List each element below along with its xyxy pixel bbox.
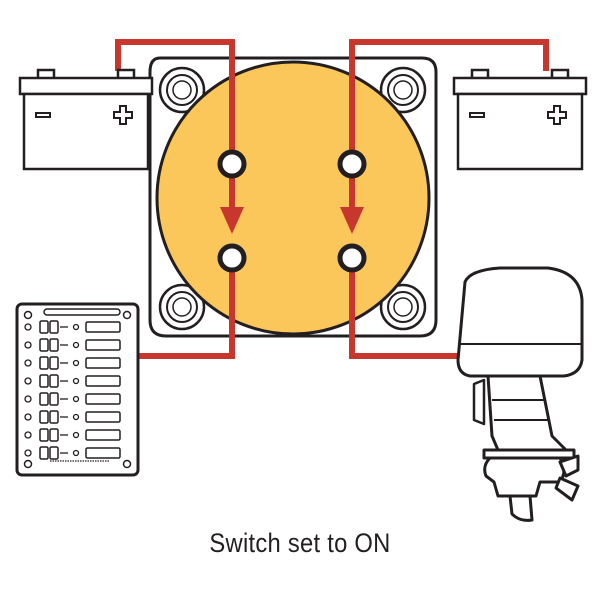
breaker-switch-icon bbox=[49, 428, 59, 442]
wire-breaker-panel bbox=[138, 258, 235, 359]
battery-right-icon bbox=[452, 68, 588, 171]
breaker-switch-icon bbox=[39, 392, 49, 406]
breaker-switch-icon bbox=[49, 410, 59, 424]
breaker-switch-row bbox=[24, 320, 121, 334]
breaker-switch-row bbox=[24, 428, 121, 442]
breaker-switch-row bbox=[24, 410, 121, 424]
breaker-switch-icon bbox=[39, 320, 49, 334]
breaker-switch-icon bbox=[49, 392, 59, 406]
breaker-switch-icon bbox=[24, 413, 32, 421]
breaker-switch-icon bbox=[24, 431, 32, 439]
breaker-label-slot bbox=[85, 357, 121, 369]
breaker-label-slot bbox=[85, 429, 121, 441]
breaker-switch-icon bbox=[39, 356, 49, 370]
breaker-switch-icon bbox=[72, 449, 80, 457]
terminal-icon bbox=[217, 149, 247, 179]
breaker-label-slot bbox=[85, 375, 121, 387]
breaker-switch-icon bbox=[72, 359, 80, 367]
breaker-switch-icon bbox=[24, 449, 32, 457]
breaker-switch-row bbox=[24, 356, 121, 370]
breaker-switch-icon bbox=[24, 377, 32, 385]
flow-arrow-left-icon bbox=[220, 207, 244, 234]
breaker-switch-icon bbox=[39, 428, 49, 442]
breaker-switch-icon bbox=[72, 377, 80, 385]
breaker-switch-icon bbox=[24, 395, 32, 403]
breaker-switch-icon bbox=[49, 356, 59, 370]
terminal-icon bbox=[337, 149, 367, 179]
breaker-switch-icon bbox=[24, 341, 32, 349]
breaker-switch-icon bbox=[39, 338, 49, 352]
breaker-switch-icon bbox=[39, 410, 49, 424]
switch-face bbox=[155, 60, 431, 336]
terminal-icon bbox=[337, 243, 367, 273]
breaker-label-slot bbox=[85, 447, 121, 459]
outboard-motor-icon bbox=[456, 266, 584, 522]
breaker-switch-icon bbox=[24, 359, 32, 367]
breaker-label-slot bbox=[85, 411, 121, 423]
breaker-switch-row bbox=[24, 392, 121, 406]
breaker-switch-icon bbox=[49, 338, 59, 352]
caption: Switch set to ON bbox=[209, 528, 391, 558]
battery-left-icon bbox=[18, 68, 154, 171]
breaker-switch-icon bbox=[72, 413, 80, 421]
circuit-breaker-panel bbox=[15, 302, 140, 477]
terminal-icon bbox=[217, 243, 247, 273]
breaker-switch-icon bbox=[39, 374, 49, 388]
breaker-switch-icon bbox=[49, 374, 59, 388]
wire-left-battery bbox=[115, 39, 235, 164]
wire-right-battery bbox=[349, 39, 549, 164]
breaker-switch-icon bbox=[49, 446, 59, 460]
breaker-label-slot bbox=[85, 339, 121, 351]
breaker-switch-row bbox=[24, 446, 121, 460]
breaker-switch-icon bbox=[72, 395, 80, 403]
breaker-switch-row bbox=[24, 338, 121, 352]
breaker-switch-row bbox=[24, 374, 121, 388]
breaker-switch-icon bbox=[24, 323, 32, 331]
breaker-switch-icon bbox=[39, 446, 49, 460]
breaker-switch-icon bbox=[72, 431, 80, 439]
breaker-label-slot bbox=[85, 321, 121, 333]
battery-switch bbox=[148, 56, 438, 338]
breaker-label-slot bbox=[85, 393, 121, 405]
flow-arrow-right-icon bbox=[340, 207, 364, 234]
wires bbox=[115, 39, 549, 359]
breaker-switch-icon bbox=[72, 323, 80, 331]
breaker-switch-icon bbox=[72, 341, 80, 349]
switch-terminals bbox=[217, 149, 367, 273]
wire-outboard-motor bbox=[349, 258, 458, 359]
breaker-switch-icon bbox=[49, 320, 59, 334]
